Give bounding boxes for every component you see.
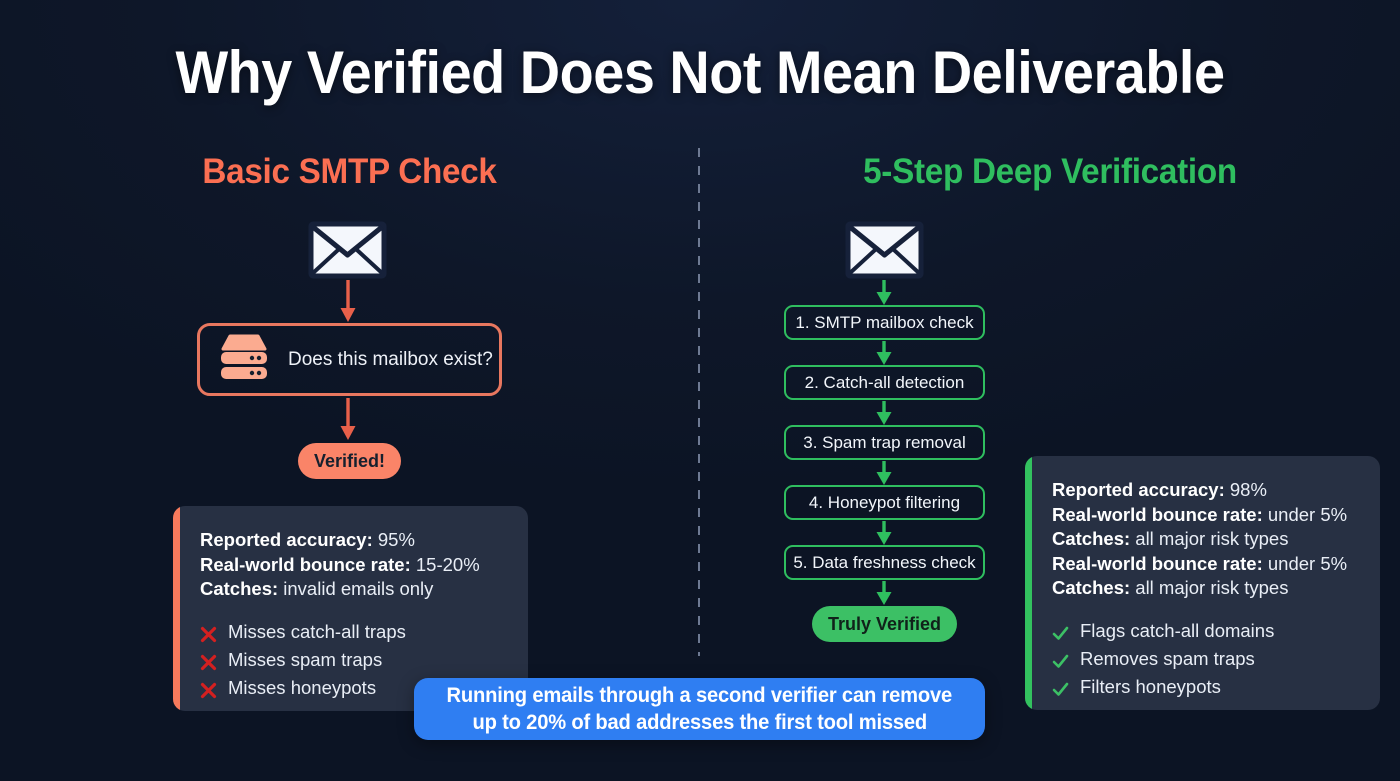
flow-arrow-left-1	[337, 280, 359, 328]
stat-value: 95%	[377, 529, 415, 550]
step-box-5: 5. Data freshness check	[784, 545, 985, 580]
stat-value: 15-20%	[415, 553, 480, 575]
stat-label: Reported accuracy:	[1052, 479, 1225, 500]
list-item: Flags catch-all domains	[1052, 617, 1347, 645]
stat-label: Reported accuracy:	[200, 529, 373, 550]
stat-line: Catches: all major risk types	[1052, 576, 1347, 601]
list-item-label: Misses catch-all traps	[228, 620, 406, 642]
right-column-heading: 5-Step Deep Verification	[863, 152, 1237, 191]
stat-label: Real-world bounce rate:	[200, 553, 411, 575]
column-divider	[698, 148, 700, 656]
envelope-icon	[845, 221, 924, 284]
stat-label: Catches:	[200, 578, 279, 599]
cross-icon	[200, 651, 217, 671]
stat-line: Catches: all major risk types	[1052, 527, 1347, 552]
stat-label: Real-world bounce rate:	[1052, 552, 1263, 574]
verified-pill: Verified!	[298, 443, 401, 479]
left-column-heading: Basic SMTP Check	[202, 152, 497, 191]
decision-label: Does this mailbox exist?	[288, 348, 493, 370]
callout-line-2: up to 20% of bad addresses the first too…	[472, 711, 927, 734]
left-mark-list: Misses catch-all traps Misses spam traps	[200, 618, 480, 702]
callout-banner: Running emails through a second verifier…	[414, 678, 985, 740]
step-box-3: 3. Spam trap removal	[784, 425, 985, 460]
list-item: Removes spam traps	[1052, 645, 1347, 673]
check-icon	[1052, 622, 1069, 640]
list-item: Misses spam traps	[200, 646, 480, 674]
list-item-label: Removes spam traps	[1080, 647, 1255, 669]
cross-icon	[200, 623, 217, 643]
flow-arrow-right-5	[873, 581, 895, 611]
flow-arrow-right-3	[873, 461, 895, 491]
stat-label: Catches:	[1052, 528, 1131, 549]
check-icon	[1052, 650, 1069, 668]
list-item-label: Filters honeypots	[1080, 675, 1221, 697]
stat-line: Catches: invalid emails only	[200, 577, 480, 602]
step-box-1: 1. SMTP mailbox check	[784, 305, 985, 340]
list-item-label: Misses honeypots	[228, 676, 377, 698]
stat-line: Reported accuracy: 98%	[1052, 478, 1347, 503]
stat-line: Real-world bounce rate: under 5%	[1052, 503, 1347, 528]
decision-box: Does this mailbox exist?	[197, 323, 502, 396]
flow-arrow-right-0	[873, 280, 895, 311]
stat-line: Reported accuracy: 95%	[200, 528, 480, 553]
step-box-4: 4. Honeypot filtering	[784, 485, 985, 520]
stat-value: all major risk types	[1135, 577, 1289, 598]
cross-icon	[200, 679, 217, 699]
check-icon	[1052, 678, 1069, 696]
stat-value: under 5%	[1267, 552, 1348, 574]
stat-value: 98%	[1229, 479, 1267, 500]
stat-value: all major risk types	[1135, 528, 1289, 549]
list-item-label: Misses spam traps	[228, 648, 383, 670]
flow-arrow-left-2	[337, 398, 359, 446]
list-item-label: Flags catch-all domains	[1080, 619, 1275, 641]
list-item: Misses catch-all traps	[200, 618, 480, 646]
truly-verified-pill: Truly Verified	[812, 606, 957, 642]
list-item: Misses honeypots	[200, 674, 480, 702]
page-title: Why Verified Does Not Mean Deliverable	[175, 39, 1225, 106]
list-item: Filters honeypots	[1052, 673, 1347, 701]
flow-arrow-right-4	[873, 521, 895, 551]
step-box-2: 2. Catch-all detection	[784, 365, 985, 400]
left-stats-panel: Reported accuracy: 95% Real-world bounce…	[173, 506, 528, 711]
stat-label: Catches:	[1052, 577, 1131, 598]
flow-arrow-right-1	[873, 341, 895, 371]
stat-line: Real-world bounce rate: under 5%	[1052, 552, 1347, 577]
stat-label: Real-world bounce rate:	[1052, 503, 1263, 525]
flow-arrow-right-2	[873, 401, 895, 431]
panel-accent-stripe	[1025, 456, 1032, 710]
right-stats-panel: Reported accuracy: 98% Real-world bounce…	[1025, 456, 1380, 710]
stat-line: Real-world bounce rate: 15-20%	[200, 553, 480, 578]
stat-value: under 5%	[1267, 503, 1348, 525]
stat-value: invalid emails only	[283, 578, 434, 599]
server-icon	[218, 334, 270, 386]
envelope-icon	[308, 221, 387, 284]
panel-accent-stripe	[173, 506, 180, 711]
callout-line-1: Running emails through a second verifier…	[446, 684, 953, 707]
right-mark-list: Flags catch-all domains Removes spam tra…	[1052, 617, 1347, 701]
